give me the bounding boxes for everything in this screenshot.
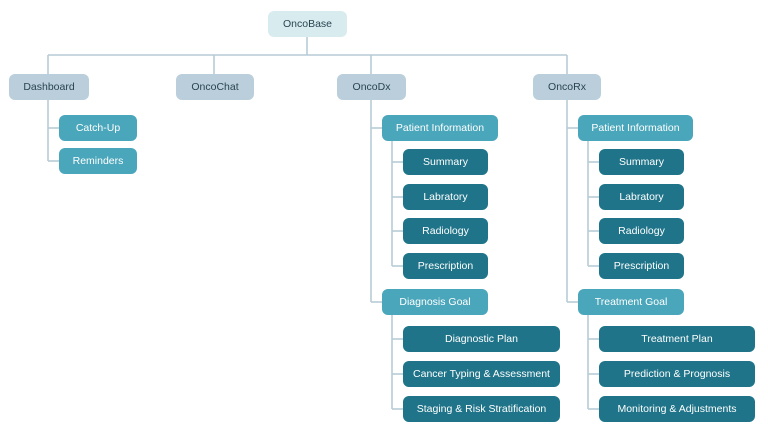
- node-oncodx[interactable]: OncoDx: [337, 74, 406, 100]
- node-oncorx-prescription[interactable]: Prescription: [599, 253, 684, 279]
- node-oncorx-radiology[interactable]: Radiology: [599, 218, 684, 244]
- node-oncodx-prescription[interactable]: Prescription: [403, 253, 488, 279]
- node-oncochat[interactable]: OncoChat: [176, 74, 254, 100]
- node-oncodx-diagnosis-goal[interactable]: Diagnosis Goal: [382, 289, 488, 315]
- node-staging-risk-stratification[interactable]: Staging & Risk Stratification: [403, 396, 560, 422]
- node-prediction-prognosis[interactable]: Prediction & Prognosis: [599, 361, 755, 387]
- node-oncorx-labratory[interactable]: Labratory: [599, 184, 684, 210]
- node-dashboard[interactable]: Dashboard: [9, 74, 89, 100]
- node-oncorx-summary[interactable]: Summary: [599, 149, 684, 175]
- node-oncorx[interactable]: OncoRx: [533, 74, 601, 100]
- node-oncobase[interactable]: OncoBase: [268, 11, 347, 37]
- node-oncodx-summary[interactable]: Summary: [403, 149, 488, 175]
- node-monitoring-adjustments[interactable]: Monitoring & Adjustments: [599, 396, 755, 422]
- node-oncorx-patient-information[interactable]: Patient Information: [578, 115, 693, 141]
- node-oncorx-treatment-goal[interactable]: Treatment Goal: [578, 289, 684, 315]
- node-oncodx-radiology[interactable]: Radiology: [403, 218, 488, 244]
- node-catch-up[interactable]: Catch-Up: [59, 115, 137, 141]
- node-oncodx-patient-information[interactable]: Patient Information: [382, 115, 498, 141]
- node-cancer-typing-assessment[interactable]: Cancer Typing & Assessment: [403, 361, 560, 387]
- node-oncodx-labratory[interactable]: Labratory: [403, 184, 488, 210]
- node-diagnostic-plan[interactable]: Diagnostic Plan: [403, 326, 560, 352]
- node-treatment-plan[interactable]: Treatment Plan: [599, 326, 755, 352]
- node-reminders[interactable]: Reminders: [59, 148, 137, 174]
